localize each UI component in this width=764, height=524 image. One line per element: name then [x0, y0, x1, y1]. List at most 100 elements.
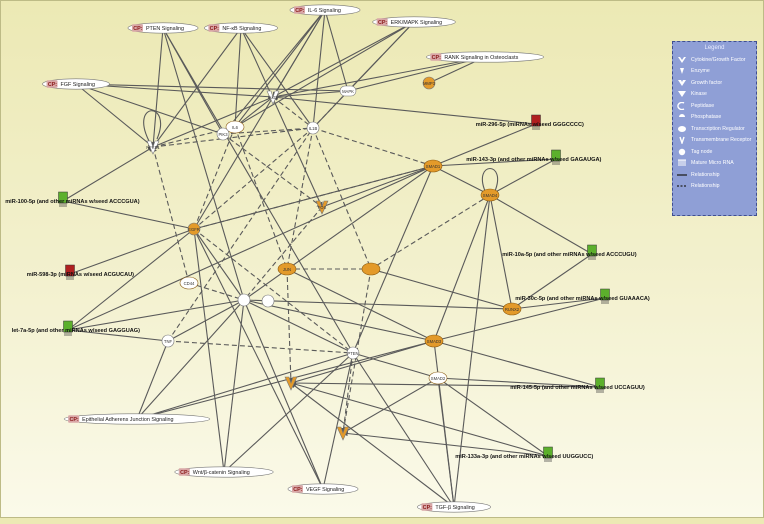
pathway-node-erk-mapk-signaling[interactable]: CP:ERK/MAPK Signaling — [372, 16, 456, 28]
gene-node[interactable] — [336, 426, 350, 441]
legend-transmembrane-receptor-icon — [677, 136, 687, 145]
gene-node-cd44[interactable]: CD44 — [179, 276, 199, 290]
mirna-node-8[interactable]: miR-145-5p (and other miRNAs w/seed UCCA… — [510, 377, 645, 393]
pathway-tag-box — [178, 468, 190, 476]
gene-node-smad4[interactable]: SMAD4 — [480, 188, 500, 202]
pathway-node-wnt-catenin-signaling[interactable]: CP:Wnt/β-catenin Signaling — [174, 466, 274, 478]
indirect-relationship-edge — [222, 133, 323, 208]
pathway-node-fgf-signaling[interactable]: CP:FGF Signaling — [42, 78, 110, 90]
mirna-node-4[interactable]: miR-598-3p (miRNAs w/seed ACGUCAU) — [27, 264, 134, 280]
gene-node-nfkb1[interactable]: NFKB1 — [146, 140, 160, 155]
direct-relationship-edge — [432, 123, 537, 167]
mirna-node-shape — [543, 446, 553, 459]
gene-node[interactable] — [361, 262, 381, 276]
mirna-node-7[interactable]: let-7a-5p (and other miRNAs w/seed GAGGU… — [12, 320, 141, 336]
legend-label: Transmembrane Receptor — [691, 137, 752, 144]
gene-node-jun[interactable]: JUN — [277, 262, 297, 276]
direct-relationship-edge — [222, 9, 326, 135]
edge-layer — [62, 9, 606, 508]
gene-node-mmp3[interactable]: MMP3 — [422, 76, 436, 90]
direct-relationship-edge — [310, 9, 326, 129]
gene-label: EGFR — [188, 227, 200, 232]
pathway-node-tgf-signaling[interactable]: CP:TGF-β Signaling — [417, 501, 491, 513]
mirna-node-5[interactable]: miR-10a-5p (and other miRNAs w/seed ACCC… — [502, 244, 637, 260]
pathway-node-vegf-signaling[interactable]: CP:VEGF Signaling — [287, 483, 359, 495]
legend-label: Mature Micro RNA — [691, 160, 734, 167]
gene-node-pik3[interactable]: PIK3 — [216, 127, 230, 141]
tag-node-shape — [417, 501, 491, 513]
mirna-label: let-7a-5p (and other miRNAs w/seed GAGGU… — [12, 328, 141, 334]
direct-relationship-edge — [67, 329, 169, 344]
direct-relationship-edge — [69, 228, 195, 275]
legend-title: Legend — [704, 45, 725, 51]
gene-node[interactable] — [284, 376, 298, 391]
mirna-node-9[interactable]: miR-133a-3p (and other miRNAs w/seed UUG… — [455, 446, 593, 462]
pathway-tag-box — [291, 485, 303, 493]
legend-item-enzyme: Enzyme — [677, 66, 752, 78]
direct-relationship-edge — [75, 83, 154, 148]
pathway-node-rank-signaling-in-osteoclasts[interactable]: CP:RANK Signaling in Osteoclasts — [426, 51, 544, 63]
mirna-node-2[interactable]: miR-143-3p (and other miRNAs w/seed GAGA… — [466, 149, 602, 165]
direct-relationship-edge — [321, 165, 434, 208]
legend-kinase-icon — [677, 90, 687, 98]
indirect-relationship-edge — [167, 127, 314, 342]
pathway-tag-text: CP: — [69, 417, 78, 423]
gene-node-shape — [284, 376, 298, 391]
mirna-node-shape — [63, 320, 73, 333]
tag-node-shape — [289, 4, 361, 16]
direct-relationship-edge — [67, 298, 245, 331]
pathway-label: PTEN Signaling — [146, 26, 184, 32]
direct-relationship-edge — [62, 146, 154, 202]
pathway-node-il-6-signaling[interactable]: CP:IL-6 Signaling — [289, 4, 361, 16]
indirect-relationship-edge — [234, 126, 288, 270]
gene-node-egfr[interactable]: EGFR — [187, 222, 201, 236]
gene-label: PTEN — [347, 351, 358, 356]
gene-node-tnf[interactable]: TNF — [161, 334, 175, 348]
direct-relationship-edge — [272, 88, 349, 98]
pathway-tag-box — [293, 6, 305, 14]
gene-label: RUNX2 — [505, 307, 520, 312]
mirna-node-6[interactable]: miR-30c-5p (and other miRNAs w/seed GUAA… — [515, 288, 650, 304]
direct-relationship-edge — [352, 352, 455, 508]
pathway-label: VEGF Signaling — [306, 487, 344, 493]
gene-node-smad2[interactable]: SMAD2 — [428, 371, 448, 385]
gene-node-shape — [146, 140, 160, 155]
mirna-node-1[interactable]: miR-296-5p (miRNAs w/seed GGGCCCC) — [476, 114, 584, 130]
direct-relationship-edge — [489, 194, 593, 255]
indirect-relationship-edge — [370, 194, 491, 270]
direct-relationship-edge — [243, 299, 513, 312]
direct-relationship-edge — [437, 377, 549, 457]
pathway-node-pten-signaling[interactable]: CP:PTEN Signaling — [127, 22, 199, 34]
gene-node-akt1[interactable]: Akt1 — [266, 90, 280, 105]
legend-cytokine-growth-factor-icon — [677, 56, 687, 64]
direct-relationship-edge — [352, 352, 439, 380]
pathway-node-nf-b-signaling[interactable]: CP:NF-κB Signaling — [204, 22, 278, 34]
gene-node-smad3[interactable]: SMAD3 — [424, 334, 444, 348]
gene-node-fos[interactable]: FOS — [315, 200, 329, 215]
gene-node-smad1[interactable]: SMAD1 — [423, 159, 443, 173]
direct-relationship-edge — [433, 297, 606, 343]
direct-relationship-edge — [432, 165, 491, 196]
gene-node[interactable] — [261, 294, 275, 308]
direct-relationship-edge — [324, 9, 350, 92]
direct-relationship-edge — [243, 299, 354, 354]
legend-label: Phosphatase — [691, 114, 722, 121]
direct-relationship-edge — [193, 228, 324, 490]
mirna-node-3[interactable]: miR-100-5p (and other miRNAs w/seed ACCC… — [5, 191, 140, 207]
legend-label: Growth factor — [691, 79, 723, 86]
direct-relationship-edge — [136, 339, 435, 420]
gene-label: MAPK — [342, 89, 354, 94]
direct-relationship-edge — [167, 299, 245, 342]
direct-relationship-edge — [152, 96, 274, 148]
pathway-node-epithelial-adherens-junction-signaling[interactable]: CP:Epithelial Adherens Junction Signalin… — [63, 413, 211, 425]
gene-node-runx2[interactable]: RUNX2 — [502, 302, 522, 316]
gene-node-pten[interactable]: PTEN — [346, 346, 360, 360]
gene-node-mapk[interactable]: MAPK — [339, 85, 357, 97]
gene-node-il1b[interactable]: IL1B — [306, 121, 320, 135]
pathway-tag-text: CP: — [423, 505, 432, 511]
gene-node[interactable] — [237, 293, 251, 307]
gene-node-il6[interactable]: IL6 — [225, 120, 245, 134]
